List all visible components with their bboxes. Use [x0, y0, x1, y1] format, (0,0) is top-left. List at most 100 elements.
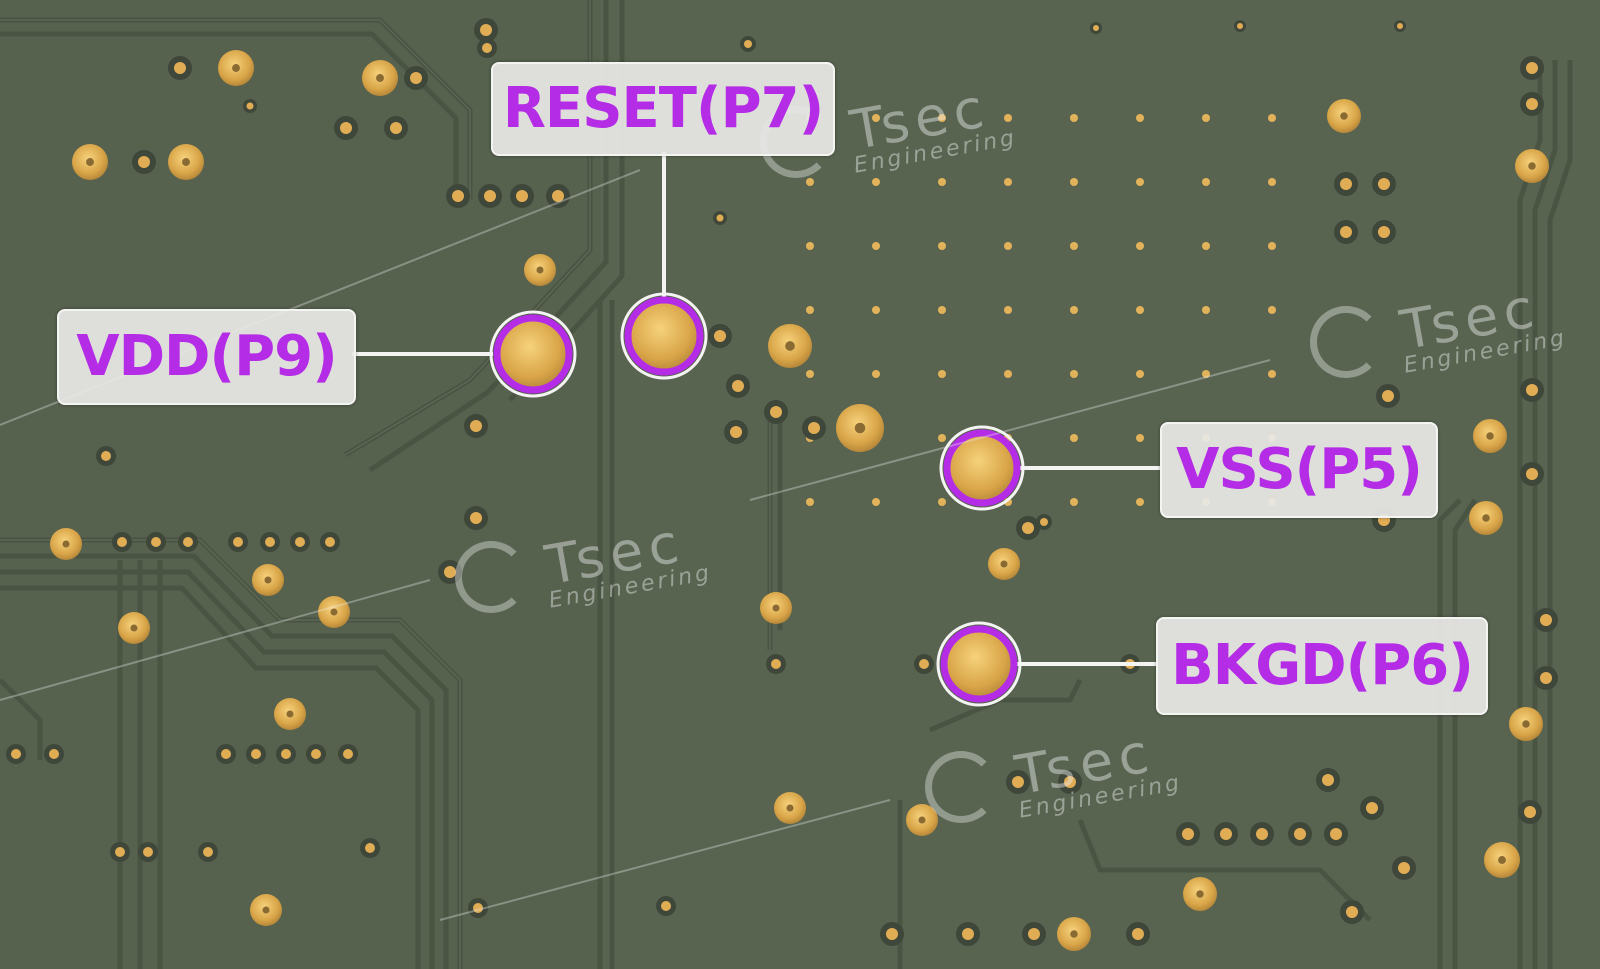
via	[872, 370, 880, 378]
via	[1256, 828, 1268, 840]
via	[1004, 114, 1012, 122]
bkgd-pin-highlight	[940, 625, 1018, 703]
via	[480, 24, 492, 36]
via	[410, 72, 422, 84]
pad-hole	[786, 804, 794, 812]
pad-hole	[1340, 112, 1348, 120]
via	[1202, 242, 1210, 250]
pad-hole	[772, 604, 780, 612]
pad-hole	[854, 422, 866, 434]
via	[1070, 306, 1078, 314]
via	[1202, 370, 1210, 378]
reset-pin-highlight	[624, 296, 704, 376]
via	[473, 903, 483, 913]
pad-hole	[1000, 560, 1008, 568]
via	[886, 928, 898, 940]
vdd-p9-label: VDD(P9)	[57, 309, 356, 405]
via	[1070, 498, 1078, 506]
via	[143, 847, 153, 857]
via	[265, 537, 275, 547]
via	[1040, 518, 1048, 526]
via	[151, 537, 161, 547]
via	[806, 178, 814, 186]
pad-hole	[232, 64, 240, 72]
via	[1202, 114, 1210, 122]
via	[806, 242, 814, 250]
via	[343, 749, 353, 759]
via	[744, 40, 752, 48]
pad-hole	[536, 266, 544, 274]
pad-hole	[182, 158, 190, 166]
pad-hole	[1196, 890, 1204, 898]
pad-hole	[1486, 432, 1494, 440]
via	[1070, 434, 1078, 442]
pad-hole	[286, 710, 294, 718]
pad-hole	[1498, 856, 1506, 864]
via	[1378, 178, 1390, 190]
via	[1202, 178, 1210, 186]
reset-p7-label: RESET(P7)	[491, 62, 835, 156]
via	[1366, 802, 1378, 814]
via	[1268, 370, 1276, 378]
via	[938, 178, 946, 186]
via	[1070, 114, 1078, 122]
via	[1524, 806, 1536, 818]
via	[1397, 23, 1403, 29]
via	[444, 566, 456, 578]
bkgd-p6-label: BKGD(P6)	[1156, 617, 1488, 715]
via	[138, 156, 150, 168]
via	[1540, 614, 1552, 626]
via	[1028, 928, 1040, 940]
pad-hole	[1070, 930, 1078, 938]
via	[1340, 178, 1352, 190]
via	[470, 420, 482, 432]
via	[1540, 672, 1552, 684]
via	[938, 306, 946, 314]
via	[938, 242, 946, 250]
via	[295, 537, 305, 547]
via	[1378, 226, 1390, 238]
via	[251, 749, 261, 759]
pad-hole	[376, 74, 384, 82]
via	[470, 512, 482, 524]
via	[806, 370, 814, 378]
bkgd-pin-ring	[936, 621, 1022, 707]
pad-hole	[264, 576, 272, 584]
via	[183, 537, 193, 547]
via	[174, 62, 186, 74]
via	[552, 190, 564, 202]
via	[1526, 98, 1538, 110]
via	[221, 749, 231, 759]
via	[1268, 114, 1276, 122]
via	[325, 537, 335, 547]
via	[770, 406, 782, 418]
pad-hole	[262, 906, 270, 914]
via	[1268, 242, 1276, 250]
via	[101, 451, 111, 461]
via	[1070, 370, 1078, 378]
via	[872, 306, 880, 314]
pad-hole	[62, 540, 70, 548]
via	[938, 498, 946, 506]
vss-p5-label: VSS(P5)	[1160, 422, 1438, 518]
via	[1004, 242, 1012, 250]
via	[1220, 828, 1232, 840]
via	[808, 422, 820, 434]
via	[1398, 862, 1410, 874]
via	[714, 330, 726, 342]
via	[1330, 828, 1342, 840]
vdd-pin-highlight	[493, 314, 573, 394]
via	[1064, 776, 1076, 788]
via	[716, 214, 724, 222]
via	[117, 537, 127, 547]
via	[340, 122, 352, 134]
pads	[6, 18, 1558, 951]
via	[390, 122, 402, 134]
via	[1070, 242, 1078, 250]
via	[1346, 906, 1358, 918]
vss-pin-ring	[939, 425, 1025, 511]
via	[115, 847, 125, 857]
via	[1268, 306, 1276, 314]
via	[1340, 226, 1352, 238]
pad-hole	[918, 816, 926, 824]
